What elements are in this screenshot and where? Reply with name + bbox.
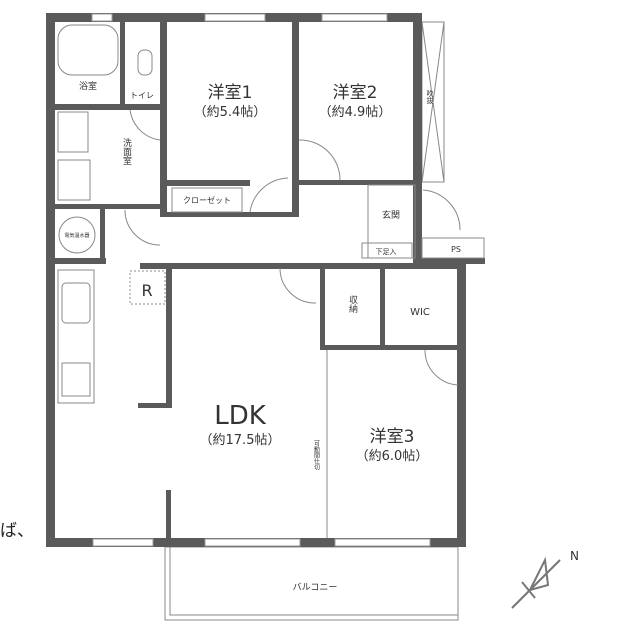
void-label: 吹抜 (426, 89, 434, 105)
ldk-size: （約17.5帖） (200, 433, 281, 448)
water-heater-label: 電気温水器 (64, 232, 89, 239)
closet-box (171, 187, 243, 213)
ps-box (421, 237, 485, 259)
western2-size: （約4.9帖） (319, 105, 392, 120)
void-cross (421, 21, 445, 183)
compass-north-icon (511, 556, 561, 609)
storage-label: 収納 (347, 294, 358, 314)
refrigerator-space (129, 270, 166, 305)
door-swings (124, 109, 461, 386)
western2-name: 洋室2 (333, 83, 378, 103)
sink-icon (61, 282, 91, 324)
entrance-label: 玄関 (382, 209, 400, 221)
shoe-storage-label: 下足入 (376, 248, 397, 256)
cropped-side-text: ば、 (0, 521, 34, 541)
bathtub-icon (57, 24, 119, 76)
bath-label: 浴室 (79, 80, 97, 92)
kitchen-counter (57, 269, 95, 404)
compass-label: N (570, 549, 579, 563)
western3-name: 洋室3 (370, 427, 415, 447)
partition-label: 可動間仕切 (313, 440, 320, 471)
refrigerator-label: R (141, 281, 152, 300)
closet-label: クローゼット (183, 195, 231, 205)
western3-size: （約6.0帖） (356, 449, 429, 464)
toilet-icon (137, 49, 153, 76)
water-heater-icon (58, 216, 96, 254)
windows (91, 13, 431, 547)
shoe-storage-box (361, 242, 413, 259)
ldk-name: LDK (214, 401, 267, 431)
wic-label: WIC (410, 307, 430, 318)
balcony-inner-line (169, 546, 459, 616)
western1-size: （約5.4帖） (194, 105, 267, 120)
washing-machine-space-icon (57, 159, 91, 201)
toilet-label: トイレ (130, 91, 154, 100)
western1-name: 洋室1 (208, 83, 253, 103)
balcony-label: バルコニー (293, 582, 338, 593)
walls (46, 13, 485, 547)
washroom-label: 洗面室 (121, 137, 132, 165)
ps-label: PS (451, 245, 461, 254)
wash-basin-icon (57, 111, 89, 153)
stove-icon (61, 362, 91, 397)
